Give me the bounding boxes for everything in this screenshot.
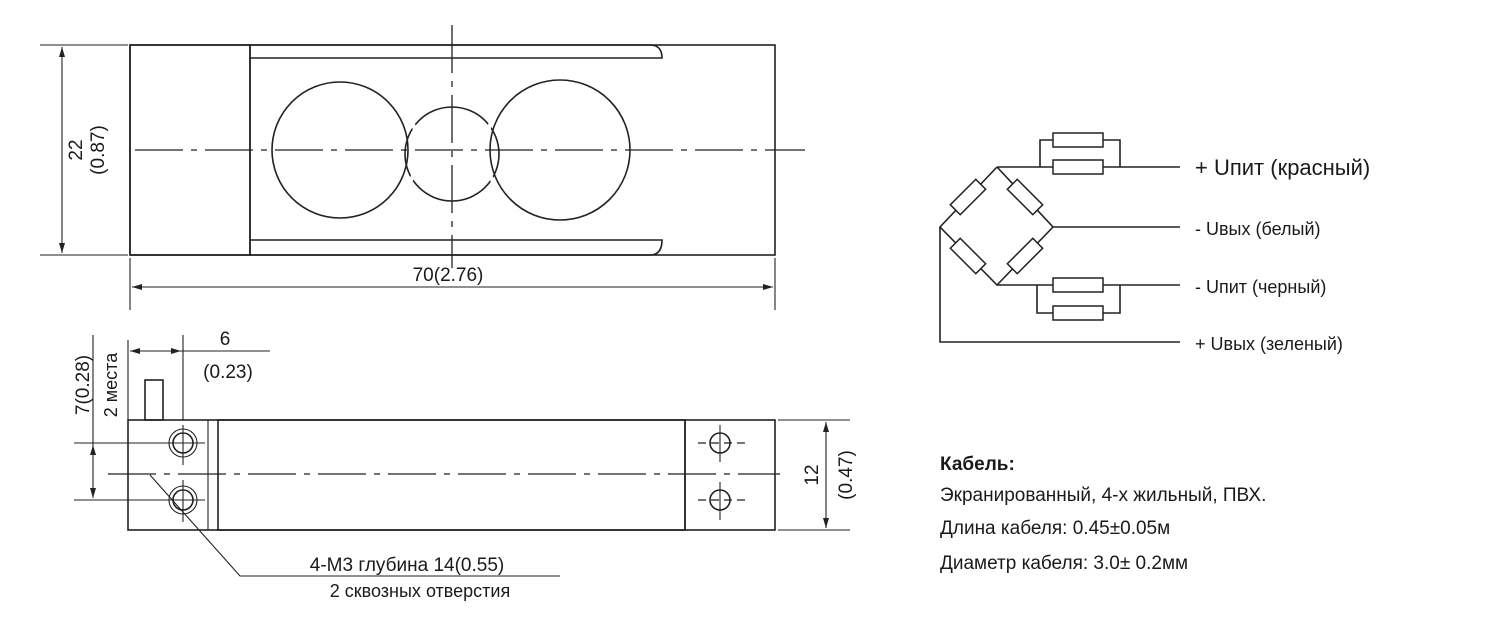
through-note: 2 сквозных отверстия bbox=[330, 581, 510, 601]
pitch-dim: 7(0.28) bbox=[73, 355, 94, 415]
length-dim: 70(2.76) bbox=[413, 265, 484, 286]
cable-outlet bbox=[144, 379, 164, 421]
leader-line bbox=[149, 474, 560, 577]
cable-title: Кабель: bbox=[940, 454, 1015, 475]
height-dim: 22 bbox=[66, 139, 87, 160]
side-view: 6 (0.23) 7(0.28) 2 места 12 (0.47) 4-M3 … bbox=[73, 329, 857, 601]
thread-note: 4-M3 глубина 14(0.55) bbox=[310, 555, 504, 576]
width-dim-in: (0.47) bbox=[836, 450, 857, 500]
wire-label-supply-plus: + Uпит (красный) bbox=[1195, 155, 1370, 180]
height-dim-in: (0.87) bbox=[88, 125, 109, 175]
wiring-diagram: + Uпит (красный) - Uвых (белый) - Uпит (… bbox=[938, 132, 1370, 354]
wire-label-output-plus: + Uвых (зеленый) bbox=[1195, 334, 1343, 354]
top-view: 22 (0.87) 70(2.76) bbox=[40, 25, 805, 310]
pitch-note: 2 места bbox=[101, 352, 121, 417]
cable-length: Длина кабеля: 0.45±0.05м bbox=[940, 518, 1171, 539]
mount-holes bbox=[160, 425, 745, 522]
wire-label-output-minus: - Uвых (белый) bbox=[1195, 219, 1321, 239]
cable-diameter: Диаметр кабеля: 3.0± 0.2мм bbox=[940, 553, 1189, 574]
offset-dim-in: (0.23) bbox=[203, 362, 253, 383]
width-dim: 12 bbox=[802, 464, 823, 485]
wire-label-supply-minus: - Uпит (черный) bbox=[1195, 277, 1326, 297]
cable-spec: Экранированный, 4-х жильный, ПВХ. bbox=[940, 485, 1267, 506]
offset-dim: 6 bbox=[220, 329, 231, 350]
